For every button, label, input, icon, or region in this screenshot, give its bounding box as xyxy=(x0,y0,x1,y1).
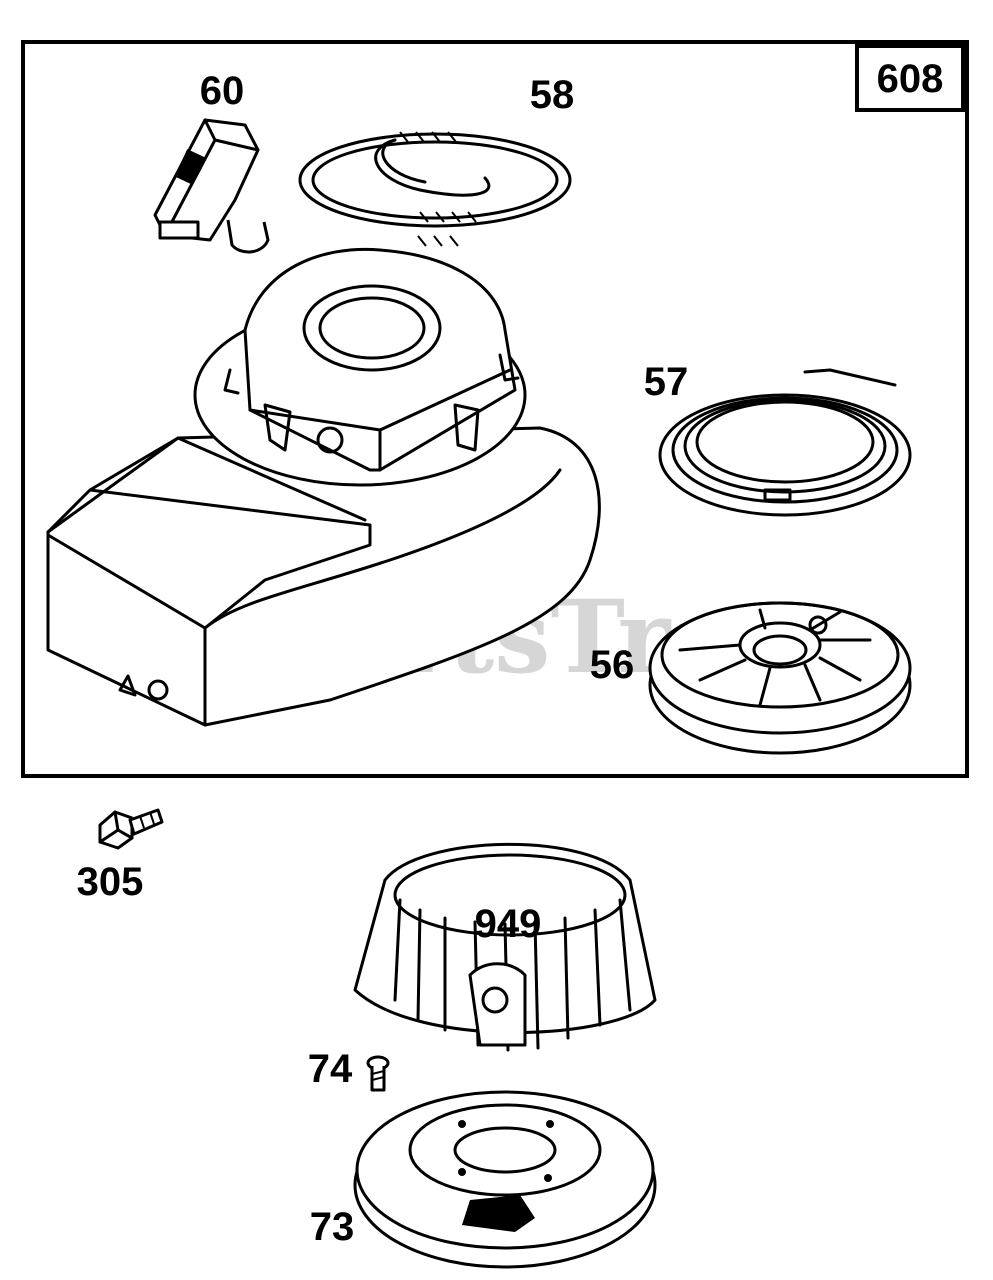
starter-rope-icon xyxy=(298,131,572,247)
cover-plate-icon xyxy=(353,1090,657,1269)
screw-icon xyxy=(98,808,164,850)
starter-handle-icon xyxy=(153,118,270,254)
part-label-305: 305 xyxy=(77,860,144,904)
part-label-58: 58 xyxy=(530,73,575,117)
assembly-number-box: 608 xyxy=(855,44,965,112)
rotating-screen-icon xyxy=(353,842,657,1052)
assembly-frame xyxy=(21,40,969,778)
part-label-73: 73 xyxy=(310,1205,355,1249)
part-label-57: 57 xyxy=(644,360,689,404)
pulley-icon xyxy=(648,601,912,755)
screw-icon xyxy=(366,1055,390,1092)
part-label-74: 74 xyxy=(308,1047,353,1091)
part-label-949: 949 xyxy=(475,902,542,946)
part-label-56: 56 xyxy=(590,643,635,687)
assembly-number: 608 xyxy=(877,57,944,101)
rewind-spring-icon xyxy=(658,368,912,517)
part-label-60: 60 xyxy=(200,69,245,113)
blower-housing-icon xyxy=(46,247,601,727)
